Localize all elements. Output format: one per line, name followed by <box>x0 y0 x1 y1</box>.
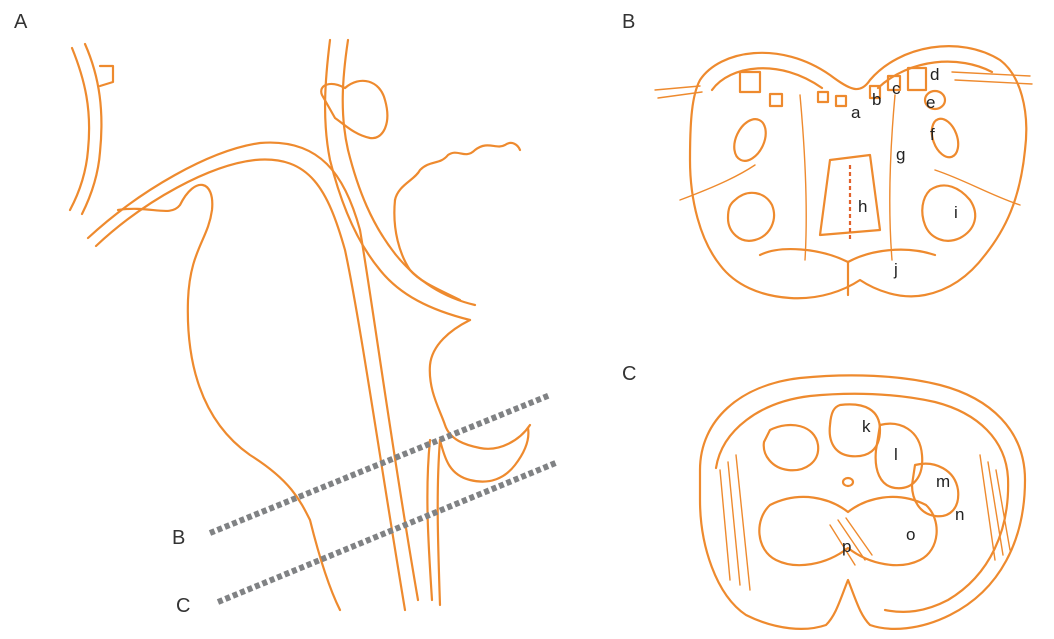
label-l: l <box>894 445 898 464</box>
section-line-b <box>210 395 550 533</box>
section-line-c <box>218 462 558 602</box>
label-n: n <box>955 505 964 524</box>
label-a: a <box>851 103 861 122</box>
label-d: d <box>930 65 939 84</box>
label-b: b <box>872 90 881 109</box>
section-b <box>655 46 1032 298</box>
label-m: m <box>936 472 950 491</box>
section-line-label-c: C <box>176 595 190 617</box>
label-f: f <box>930 125 935 144</box>
label-p: p <box>842 537 851 556</box>
label-o: o <box>906 525 915 544</box>
section-c <box>700 375 1025 629</box>
panel-label-b: B <box>622 11 635 33</box>
label-j: j <box>893 260 898 279</box>
label-h: h <box>858 197 867 216</box>
label-k: k <box>862 417 871 436</box>
label-e: e <box>926 93 935 112</box>
section-lines <box>210 395 558 602</box>
label-i: i <box>954 203 958 222</box>
section-line-labels: B C <box>172 527 190 617</box>
label-g: g <box>896 145 905 164</box>
panel-label-a: A <box>14 11 28 33</box>
panel-label-c: C <box>622 363 636 385</box>
section-line-label-b: B <box>172 527 185 549</box>
labels-section-c: k l m n o p <box>842 417 964 556</box>
label-c: c <box>892 79 901 98</box>
sagittal-view <box>70 40 530 610</box>
